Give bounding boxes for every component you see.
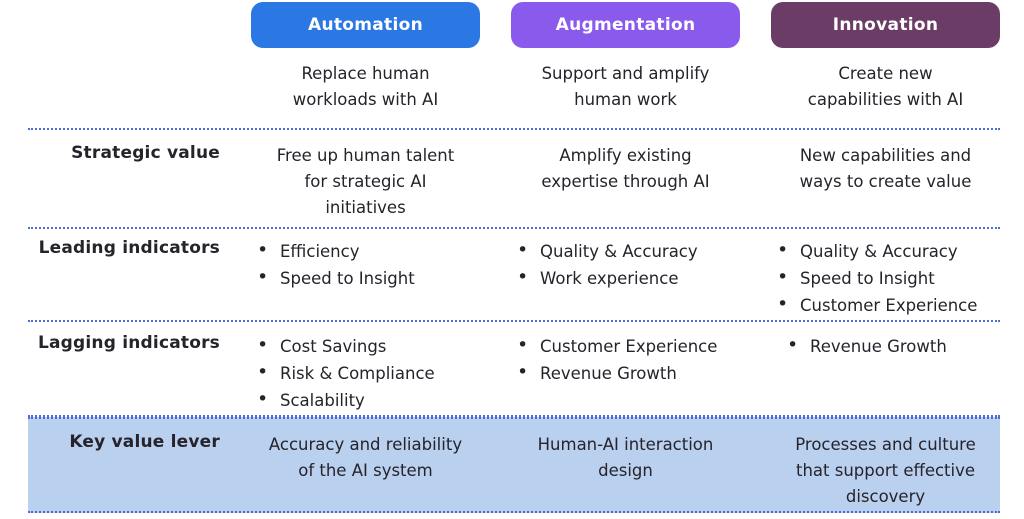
lagging-indicators-list-augmentation: Customer ExperienceRevenue Growth [511,332,740,415]
strategic-value-cell-augmentation: Amplify existing expertise through AI [541,146,710,191]
leading-indicators-list-innovation: Quality & AccuracySpeed to InsightCustom… [771,237,1000,320]
lagging-indicators-list-innovation: Revenue Growth [771,332,1000,415]
row-key-value-lever: Key value lever Accuracy and reliability… [28,417,1000,513]
header-spacer [28,2,220,128]
column-description-innovation: Create new capabilities with AI [807,64,964,109]
bullet-item: Speed to Insight [777,264,1000,292]
key-value-lever-cell-automation: Accuracy and reliability of the AI syste… [268,435,463,480]
leading-indicators-list-automation: EfficiencySpeed to Insight [251,237,480,320]
bullet-item: Revenue Growth [517,359,740,387]
leading-indicators-list-augmentation: Quality & AccuracyWork experience [511,237,740,320]
header-row: Automation Replace human workloads with … [28,0,1000,130]
bullet-item: Scalability [257,386,480,414]
comparison-table: Automation Replace human workloads with … [28,0,1000,513]
bullet-item: Quality & Accuracy [777,237,1000,265]
row-lagging-indicators: Lagging indicators Cost SavingsRisk & Co… [28,322,1000,417]
bullet-item: Customer Experience [777,291,1000,319]
row-label-leading-indicators: Leading indicators [38,238,220,258]
column-header-augmentation: Augmentation Support and amplify human w… [511,2,740,128]
bullet-item: Quality & Accuracy [517,237,740,265]
key-value-lever-cell-augmentation: Human-AI interaction design [537,435,714,480]
column-header-innovation: Innovation Create new capabilities with … [771,2,1000,128]
row-strategic-value: Strategic value Free up human talent for… [28,130,1000,229]
row-label-lagging-indicators: Lagging indicators [37,333,220,353]
lagging-indicators-list-automation: Cost SavingsRisk & ComplianceScalability [251,332,480,415]
row-leading-indicators: Leading indicators EfficiencySpeed to In… [28,229,1000,322]
column-header-automation: Automation Replace human workloads with … [251,2,480,128]
column-header-pill-augmentation: Augmentation [511,2,740,48]
bullet-item: Speed to Insight [257,264,480,292]
bullet-item: Revenue Growth [787,332,1000,360]
bullet-item: Cost Savings [257,332,480,360]
row-label-strategic-value: Strategic value [71,143,220,163]
strategic-value-cell-automation: Free up human talent for strategic AI in… [276,146,455,217]
row-label-key-value-lever: Key value lever [69,432,220,452]
bullet-item: Risk & Compliance [257,359,480,387]
key-value-lever-cell-innovation: Processes and culture that support effec… [795,435,976,506]
column-description-augmentation: Support and amplify human work [541,64,710,109]
bullet-item: Efficiency [257,237,480,265]
bullet-item: Work experience [517,264,740,292]
strategic-value-cell-innovation: New capabilities and ways to create valu… [799,146,972,191]
column-header-pill-innovation: Innovation [771,2,1000,48]
bullet-item: Customer Experience [517,332,740,360]
column-header-pill-automation: Automation [251,2,480,48]
column-description-automation: Replace human workloads with AI [292,64,439,109]
